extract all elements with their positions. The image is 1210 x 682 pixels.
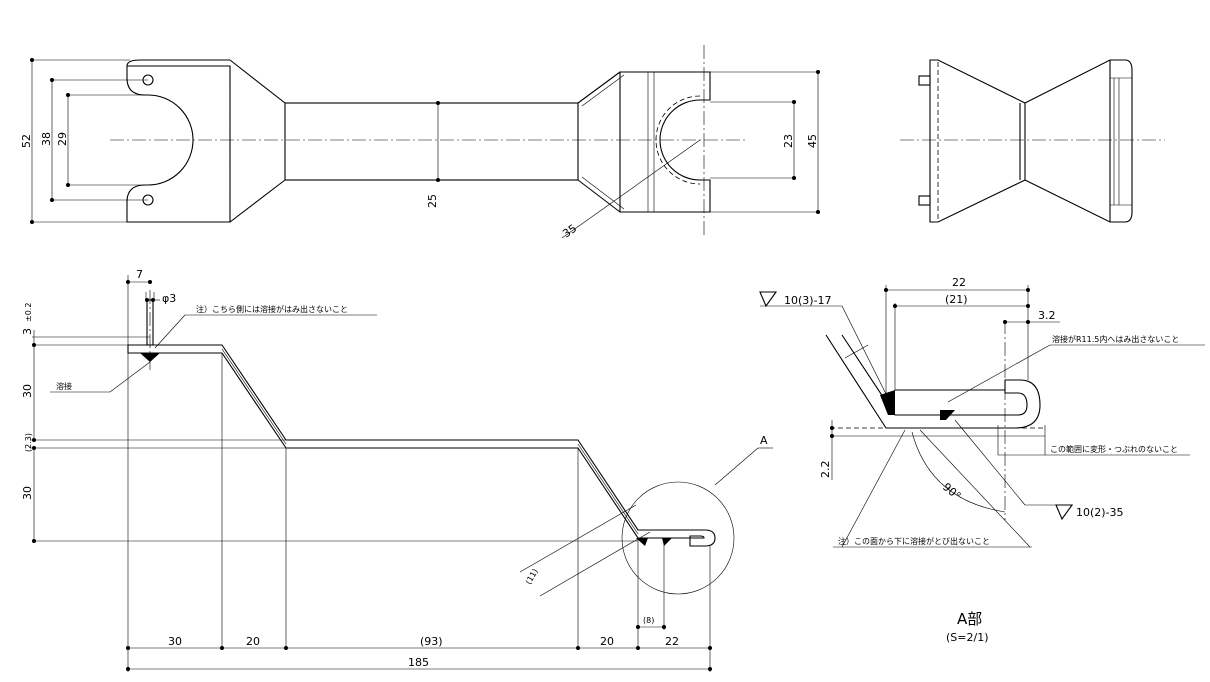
right-taper-top <box>577 71 621 104</box>
left-taper-top <box>229 59 286 104</box>
side-view: 7 φ3 注）こちら側には溶接がはみ出さないこと 溶接 3 ±0.2 30 (2… <box>21 268 773 672</box>
detail-a-view: 22 (21) 3.2 2.2 10(3)-17 10(2)-35 90° 溶接… <box>759 276 1205 644</box>
note-no-weld-side: 注）こちら側には溶接がはみ出さないこと <box>196 304 348 314</box>
detail-dim-90: 90° <box>940 480 963 502</box>
dim-3: 3 <box>21 328 34 335</box>
weld-mark-right-2 <box>662 538 672 546</box>
dim-b20a: 20 <box>246 635 260 648</box>
dim-35: 35 <box>560 222 579 241</box>
note-r115: 溶接がR11.5内へはみ出さないこと <box>1052 334 1179 344</box>
dim-b20b: 20 <box>600 635 614 648</box>
note-below: 注）この面から下に溶接がとび出ないこと <box>838 536 990 546</box>
detail-dim-32: 3.2 <box>1038 309 1056 322</box>
dim-38: 38 <box>40 132 53 146</box>
dim-11: (11) <box>524 567 540 586</box>
detail-scale: (S=2/1) <box>946 631 989 644</box>
weld-symbol-top <box>759 291 778 308</box>
side-bar-outline <box>127 344 716 547</box>
left-taper-bottom <box>229 179 286 223</box>
note-below-leader-1 <box>841 429 906 548</box>
detail-plate <box>825 334 1041 429</box>
right-taper-bottom-inner <box>581 176 625 210</box>
detail-dim-21: (21) <box>945 293 968 306</box>
dim-35-leader <box>561 139 701 239</box>
dim-8: (8) <box>643 616 654 625</box>
detail-a-leader <box>714 447 759 486</box>
left-fork-top-edge <box>126 59 230 67</box>
dim-185: 185 <box>408 656 429 669</box>
dim-23: 23 <box>782 134 795 148</box>
detail-title: A部 <box>957 610 982 628</box>
detail-a-circle <box>621 481 735 595</box>
dim-b22: 22 <box>665 635 679 648</box>
weld-note-leader <box>109 361 151 393</box>
detail-angle-arc <box>911 431 1006 513</box>
weld-symbol-bottom <box>1055 504 1074 521</box>
dim-2-3: (2.3) <box>24 433 33 452</box>
top-view: 52 38 29 25 35 23 45 <box>20 45 820 240</box>
side-bar-mid-1 <box>221 348 287 445</box>
dim-b93: (93) <box>420 635 443 648</box>
right-taper-bottom <box>577 179 621 213</box>
right-fork-plate <box>619 71 711 213</box>
note-weld: 溶接 <box>56 381 72 391</box>
weld-mark-right-1 <box>636 538 648 546</box>
detail-dim-22v: 2.2 <box>819 461 832 479</box>
end-left-wedge <box>929 59 1026 223</box>
end-tab-bottom <box>918 195 931 206</box>
weld-symbol-top-arrow <box>841 305 889 399</box>
note-r115-leader <box>947 344 1051 403</box>
detail-dim-22: 22 <box>952 276 966 289</box>
weld-bottom-label: 10(2)-35 <box>1076 506 1124 519</box>
label-a: A <box>760 434 768 447</box>
right-taper-top-inner <box>581 74 625 107</box>
note-below-leader-2 <box>919 429 1031 548</box>
note-deform: この範囲に変形・つぶれのないこと <box>1050 444 1178 454</box>
weld-symbol-bottom-arrow <box>954 419 1026 506</box>
shaft-top-view <box>284 102 579 181</box>
end-right-wedge <box>1024 59 1133 223</box>
dim-phi3: φ3 <box>162 292 176 305</box>
side-bar-mid-2 <box>577 443 639 535</box>
left-fork-plate <box>126 65 231 223</box>
dim-11-leader-2 <box>539 531 651 597</box>
dim-30b: 30 <box>21 486 34 500</box>
dim-3-tol: ±0.2 <box>24 303 33 322</box>
dim-30a: 30 <box>21 384 34 398</box>
dim-52: 52 <box>20 134 33 148</box>
weld-top-label: 10(3)-17 <box>784 294 832 307</box>
dim-25: 25 <box>426 194 439 208</box>
note-top-leader <box>154 314 186 349</box>
dim-45: 45 <box>806 134 819 148</box>
dim-7: 7 <box>136 268 143 281</box>
right-fork-hidden-arc <box>655 95 701 185</box>
end-tab-top <box>918 75 931 86</box>
dim-29: 29 <box>56 132 69 146</box>
end-view <box>900 59 1165 223</box>
detail-plate-break <box>844 344 869 359</box>
dim-b30: 30 <box>168 635 182 648</box>
detail-weld-1 <box>880 390 895 415</box>
detail-weld-2 <box>940 410 955 420</box>
deform-range-bracket <box>997 425 1046 456</box>
